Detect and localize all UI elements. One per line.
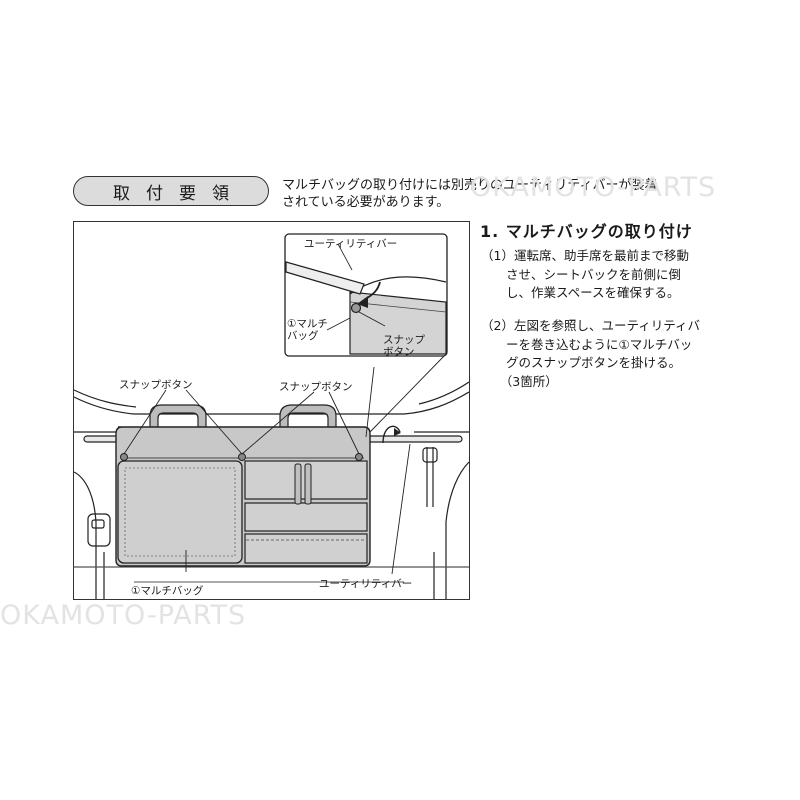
installation-figure: ユーティリティバー ①マルチ バッグ スナップ ボタン スナップボタン スナップ… — [73, 221, 470, 600]
multibag-label: ①マルチバッグ — [131, 585, 204, 597]
instruction-step-2: （2）左図を参照し、ユーティリティバ ーを巻き込むように①マルチバッ グのスナッ… — [481, 318, 700, 389]
section-badge: 取付要領 — [73, 176, 269, 206]
instruction-title: 1. マルチバッグの取り付け — [480, 222, 693, 241]
inset-multibag-label: ①マルチ バッグ — [287, 318, 328, 342]
inset-snap-button-label: スナップ ボタン — [383, 334, 425, 358]
utility-bar-label: ユーティリティバー — [319, 578, 413, 590]
installation-illustration — [74, 233, 469, 599]
watermark-bottom: OKAMOTO-PARTS — [0, 600, 247, 631]
snap-button-label-right: スナップボタン — [279, 381, 353, 393]
snap-button-label-left: スナップボタン — [119, 379, 193, 391]
instruction-step-1: （1）運転席、助手席を最前まで移動 させ、シートバックを前側に倒 し、作業スペー… — [481, 248, 689, 300]
inset-utility-bar-label: ユーティリティバー — [304, 238, 398, 250]
intro-text: マルチバッグの取り付けには別売りのユーティリティバーが装着 されている必要があり… — [282, 178, 658, 210]
watermark-top: OKAMOTO-PARTS — [470, 172, 717, 203]
